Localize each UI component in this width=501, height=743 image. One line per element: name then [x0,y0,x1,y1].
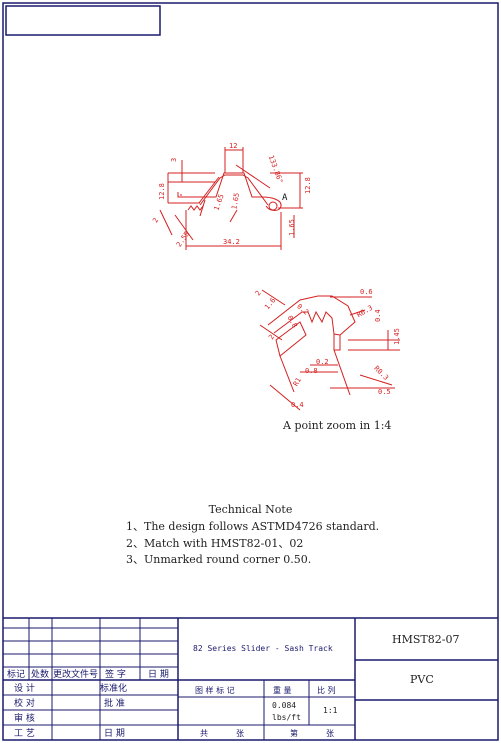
profile-main [159,147,303,250]
sheet-label: 张 [236,729,244,738]
zdim-r1: R1 [292,376,303,387]
note-line-1: 1、The design follows ASTMD4726 standard. [126,520,380,533]
row-design: 设 计 [14,682,35,694]
header-mark: 标记 [7,668,25,680]
dim-1-65-c: 1.65 [288,219,296,236]
row-date: 日 期 [104,728,125,739]
zdim-0-4-top: 0.4 [374,309,382,322]
zdim-0-6: 0.6 [360,288,373,296]
header-change-doc: 更改文件号 [53,668,98,680]
row-check: 校 对 [14,697,35,709]
profile-zoom [259,289,400,411]
weight-unit: lbs/ft [272,713,301,722]
dim-left-12-8: 12.8 [158,183,166,200]
dim-right-12-8: 12.8 [304,177,312,194]
header-count: 处数 [31,668,49,680]
dim-1-65-b: 1.65 [212,193,225,212]
zdim-r0-3-top: R0.3 [356,304,375,319]
total-label: 共 [200,729,208,738]
title-block-text: 标记 处数 更改文件号 签 字 日 期 设 计 标准化 校 对 批 准 审 核 … [7,633,459,739]
zdim-0-2-top: 0.2 [295,302,310,316]
zoom-caption: A point zoom in 1:4 [283,419,392,432]
product-name: 82 Series Slider - Sash Track [193,644,333,653]
header-signature: 签 字 [105,668,126,680]
weight-value: 0.084 [272,701,296,710]
mark-label: 图 样 标 记 [195,685,235,695]
main-dimension-labels: 12 3 133.86° 12.8 12.8 1.65 1.65 2 2.55 … [151,142,312,248]
dim-34-2: 34.2 [223,238,240,246]
zoom-dimension-labels: 0.6 2 1.6 0.2 0.8 0.4 R0.3 1.45 0.2 0.8 … [254,288,401,409]
zdim-2-top: 2 [254,289,263,297]
corner-title-box [5,5,161,36]
dim-1-65-a: 1.65 [230,192,241,210]
dim-width-12: 12 [229,142,237,150]
point-a-label: A [282,193,288,203]
scale-value: 1:1 [323,706,338,715]
dim-3: 3 [170,158,178,162]
row-standard: 标准化 [100,682,127,694]
drawing-number: HMST82-07 [392,633,459,646]
dim-angle: 133.86° [267,154,285,184]
notes-title: Technical Note [208,503,293,516]
header-date: 日 期 [148,669,169,680]
zdim-0-4-bottom: 0.4 [291,401,304,409]
zdim-0-8-mid: 0.8 [305,367,318,375]
sheet-label-2: 张 [326,729,334,738]
number-label: 第 [290,728,298,738]
note-line-2: 2、Match with HMST82-01、02 [126,537,304,550]
material: PVC [410,673,434,686]
zdim-0-5: 0.5 [378,388,391,396]
zdim-0-2-mid: 0.2 [316,358,329,366]
zdim-2-left: 2 [267,333,276,341]
scale-label: 比 列 [317,685,336,695]
row-approve: 批 准 [104,697,125,709]
dim-2: 2 [151,217,160,225]
row-process: 工 艺 [14,728,35,739]
row-review: 审 核 [14,712,35,724]
title-block-grid [3,617,498,740]
note-line-3: 3、Unmarked round corner 0.50. [126,553,312,566]
zdim-1-45: 1.45 [393,328,401,345]
weight-label: 重 量 [273,685,292,695]
